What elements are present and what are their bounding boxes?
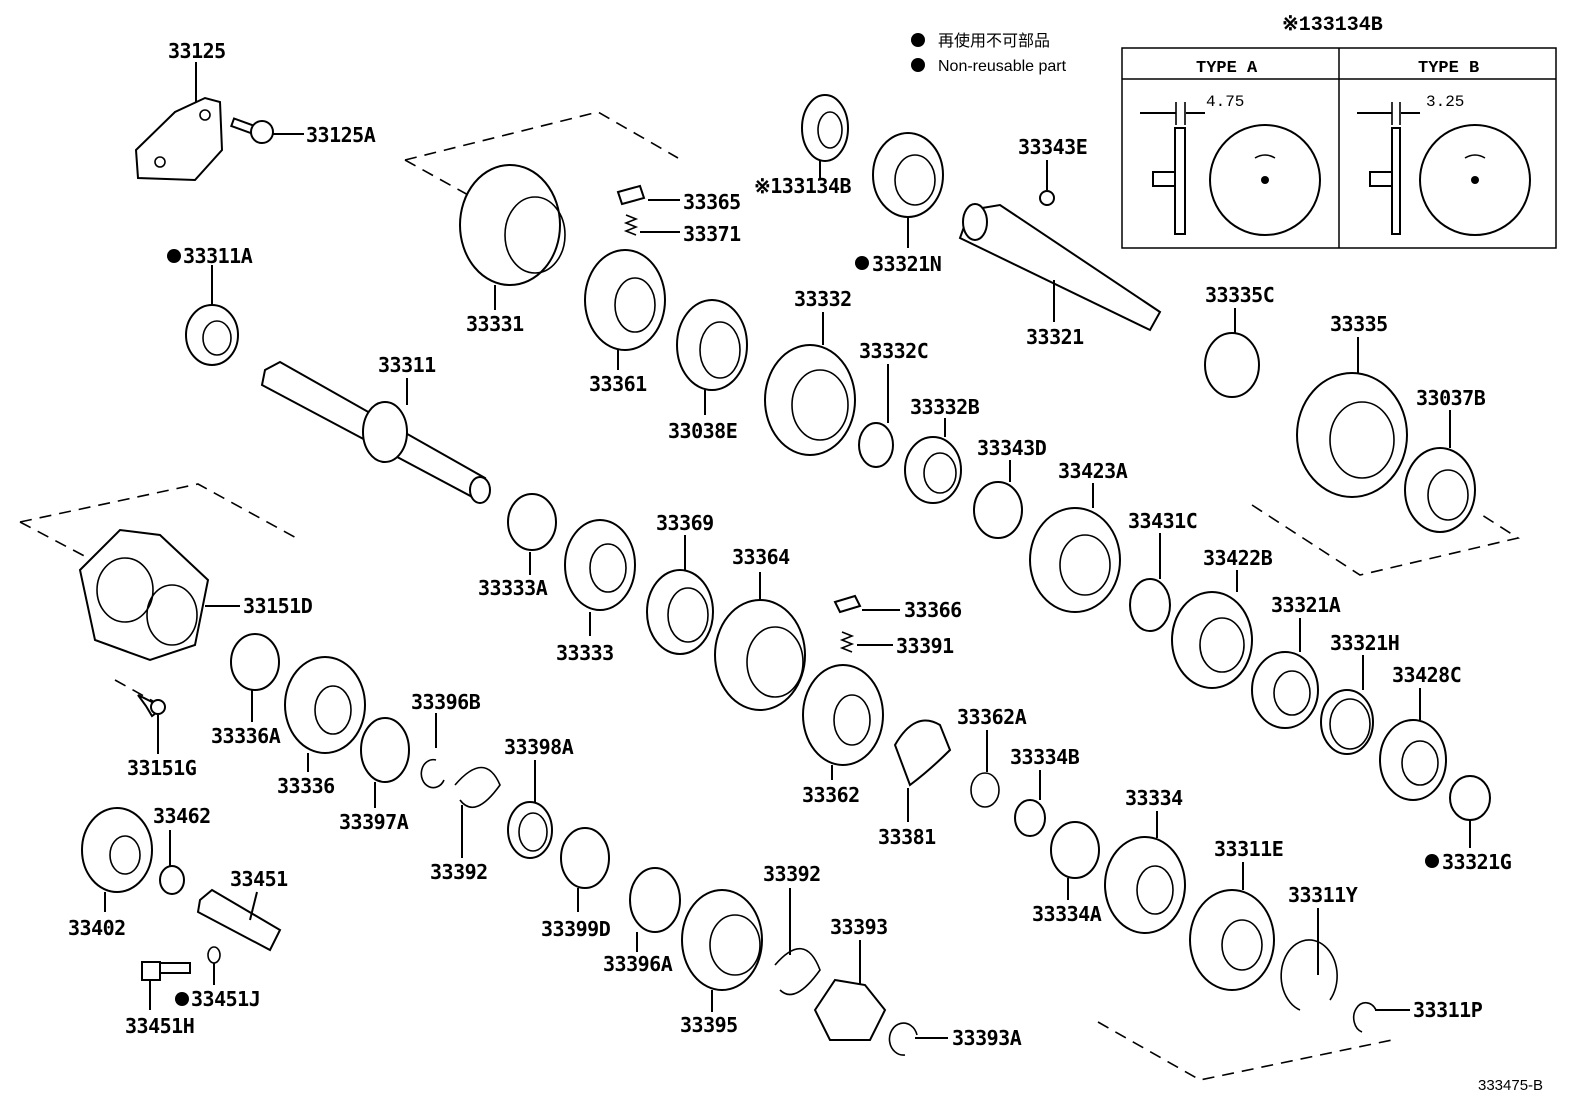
label-33343E: 33343E	[1018, 135, 1087, 159]
label-33362A: 33362A	[957, 705, 1027, 729]
label-33366: 33366	[904, 598, 962, 622]
label-33364: 33364	[732, 545, 790, 569]
label-33311: 33311	[378, 353, 436, 377]
part-shapes	[78, 94, 1491, 1056]
label-33125: 33125	[168, 39, 226, 63]
svg-text:4.75: 4.75	[1206, 93, 1244, 111]
label-33428C: 33428C	[1392, 663, 1461, 687]
label-33423A: 33423A	[1058, 459, 1128, 483]
label-33451H: 33451H	[125, 1014, 194, 1038]
label-33371: 33371	[683, 222, 741, 246]
label-33333A: 33333A	[478, 576, 548, 600]
label-33422B: 33422B	[1203, 546, 1273, 570]
label-33392a: 33392	[430, 860, 488, 884]
label-33321H: 33321H	[1330, 631, 1399, 655]
label-33336A: 33336A	[211, 724, 281, 748]
label-33343D: 33343D	[977, 436, 1047, 460]
svg-text:※133134B: ※133134B	[1282, 14, 1383, 37]
label-33451J: 33451J	[191, 987, 260, 1011]
label-33431C: 33431C	[1128, 509, 1197, 533]
label-33334: 33334	[1125, 786, 1183, 810]
label-33397A: 33397A	[339, 810, 409, 834]
svg-text:TYPE B: TYPE B	[1418, 59, 1479, 78]
label-33451: 33451	[230, 867, 288, 891]
label-33365: 33365	[683, 190, 741, 214]
legend: 再使用不可部品 Non-reusable part	[911, 32, 1067, 75]
label-33038E: 33038E	[668, 419, 737, 443]
label-33369: 33369	[656, 511, 714, 535]
label-33336: 33336	[277, 774, 335, 798]
label-33332: 33332	[794, 287, 852, 311]
label-33361: 33361	[589, 372, 647, 396]
label-33462: 33462	[153, 804, 211, 828]
label-33321: 33321	[1026, 325, 1084, 349]
label-33393A: 33393A	[952, 1026, 1022, 1050]
document-id: 333475-B	[1478, 1077, 1543, 1094]
label-33391: 33391	[896, 634, 954, 658]
assembly-outlines	[19, 111, 1521, 1081]
non-reusable-markers	[167, 249, 1439, 1006]
label-33125A: 33125A	[306, 123, 376, 147]
label-33331: 33331	[466, 312, 524, 336]
label-33392b: 33392	[763, 862, 821, 886]
label-33402: 33402	[68, 916, 126, 940]
label-33396A: 33396A	[603, 952, 673, 976]
label-33381: 33381	[878, 825, 936, 849]
label-33311E: 33311E	[1214, 837, 1283, 861]
label-33335: 33335	[1330, 312, 1388, 336]
label-33151D: 33151D	[243, 594, 313, 618]
label-33134B: ※133134B	[754, 174, 852, 198]
label-33321A: 33321A	[1271, 593, 1341, 617]
label-33332C: 33332C	[859, 339, 928, 363]
label-33311P: 33311P	[1413, 998, 1483, 1022]
label-33335C: 33335C	[1205, 283, 1274, 307]
svg-text:再使用不可部品: 再使用不可部品	[938, 32, 1050, 50]
svg-text:3.25: 3.25	[1426, 93, 1464, 111]
label-33334A: 33334A	[1032, 902, 1102, 926]
label-33362: 33362	[802, 783, 860, 807]
part-labels: 33125 33125A 33311A 33331 33365 33371 ※1…	[68, 39, 1512, 1050]
label-33334B: 33334B	[1010, 745, 1080, 769]
label-33396B: 33396B	[411, 690, 481, 714]
label-33321G: 33321G	[1442, 850, 1512, 874]
label-33311A: 33311A	[183, 244, 253, 268]
label-33398A: 33398A	[504, 735, 574, 759]
label-33321N: 33321N	[872, 252, 941, 276]
label-33311Y: 33311Y	[1288, 883, 1358, 907]
type-inset: ※133134B TYPE A TYPE B 4.75 3.25	[1121, 14, 1557, 249]
label-33332B: 33332B	[910, 395, 980, 419]
label-33037B: 33037B	[1416, 386, 1486, 410]
label-33333: 33333	[556, 641, 614, 665]
leader-lines	[104, 62, 1471, 1039]
label-33151G: 33151G	[127, 756, 197, 780]
svg-text:Non-reusable part: Non-reusable part	[938, 58, 1067, 75]
label-33395: 33395	[680, 1013, 738, 1037]
label-33393: 33393	[830, 915, 888, 939]
svg-text:TYPE A: TYPE A	[1196, 59, 1258, 78]
label-33399D: 33399D	[541, 917, 611, 941]
